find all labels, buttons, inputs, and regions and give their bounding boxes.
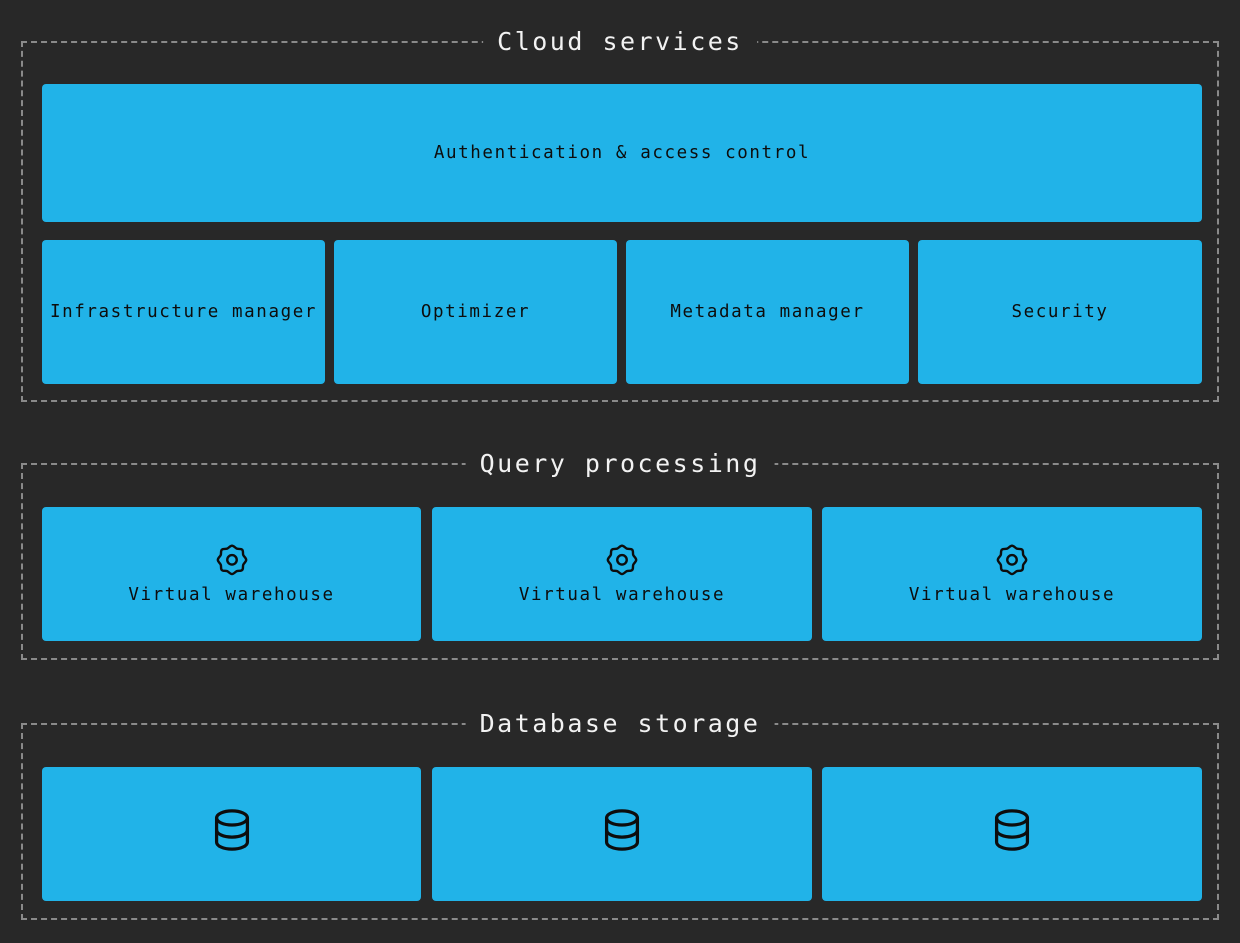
group-title-cloud-services: Cloud services	[483, 27, 757, 57]
group-cloud-services: Cloud services Authentication & access c…	[21, 27, 1219, 402]
group-title-database-storage: Database storage	[465, 709, 775, 739]
node-label-infrastructure-manager: Infrastructure manager	[50, 302, 317, 322]
node-label-virtual-warehouse-1: Virtual warehouse	[128, 585, 335, 605]
node-label-metadata-manager: Metadata manager	[670, 302, 865, 322]
gear-icon	[605, 542, 639, 576]
node-label-security: Security	[1011, 302, 1109, 322]
node-virtual-warehouse-3[interactable]: Virtual warehouse	[822, 507, 1202, 641]
node-label-authentication-access-control: Authentication & access control	[433, 143, 811, 163]
node-label-virtual-warehouse-3: Virtual warehouse	[908, 585, 1116, 605]
node-database-3[interactable]	[822, 767, 1202, 901]
node-infrastructure-manager[interactable]: Infrastructure manager	[42, 240, 325, 384]
group-title-query-processing: Query processing	[465, 449, 775, 479]
node-virtual-warehouse-1[interactable]: Virtual warehouse	[42, 507, 421, 641]
node-virtual-warehouse-2[interactable]: Virtual warehouse	[432, 507, 812, 641]
gear-icon	[995, 542, 1029, 576]
node-security[interactable]: Security	[918, 240, 1202, 384]
node-label-virtual-warehouse-2: Virtual warehouse	[518, 585, 726, 605]
node-authentication-access-control[interactable]: Authentication & access control	[42, 84, 1202, 222]
database-icon	[987, 805, 1037, 855]
database-icon	[207, 805, 257, 855]
group-query-processing: Query processing Virtual warehouse Virtu…	[21, 449, 1219, 660]
database-icon	[597, 805, 647, 855]
node-optimizer[interactable]: Optimizer	[334, 240, 617, 384]
node-database-2[interactable]	[432, 767, 812, 901]
node-label-optimizer: Optimizer	[420, 302, 531, 322]
group-database-storage: Database storage	[21, 709, 1219, 920]
gear-icon	[215, 542, 249, 576]
node-metadata-manager[interactable]: Metadata manager	[626, 240, 909, 384]
node-database-1[interactable]	[42, 767, 421, 901]
